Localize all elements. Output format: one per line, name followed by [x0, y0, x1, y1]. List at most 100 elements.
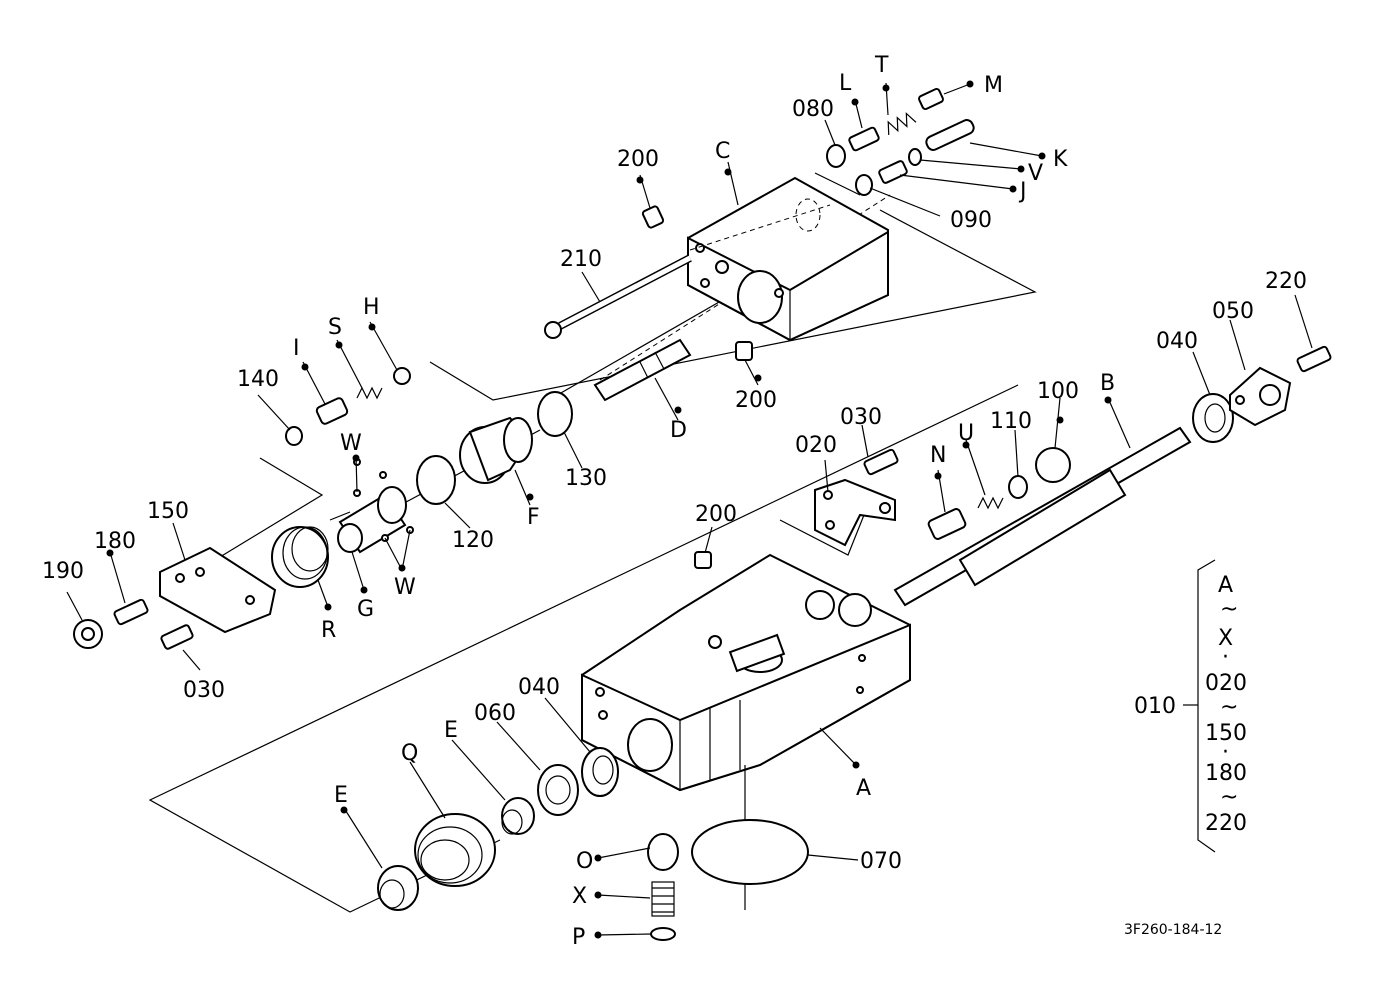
label-090: 090 [950, 208, 992, 233]
part-labels: M T L 080 K V J 090 C 200 210 200 D 130 … [42, 53, 1307, 950]
valve-body-a [581, 553, 911, 792]
o-ring-140 [285, 426, 303, 446]
nut-190 [73, 619, 103, 649]
label-v: V [1028, 161, 1043, 186]
plug-n [927, 508, 967, 540]
o-ring-070 [691, 819, 809, 885]
phantom-outline-080 [814, 172, 861, 196]
cap-screw-030-left [160, 624, 194, 650]
figure-code: 3F260-184-12 [1124, 922, 1222, 938]
range-item: 020 [1205, 671, 1247, 696]
label-g: G [357, 597, 374, 622]
label-030-top: 030 [840, 405, 882, 430]
label-b: B [1100, 371, 1115, 396]
label-190: 190 [42, 559, 84, 584]
label-020: 020 [795, 433, 837, 458]
spool-b [893, 426, 1192, 607]
pin-k [925, 119, 975, 151]
spring-u [977, 496, 1004, 510]
label-080: 080 [792, 97, 834, 122]
label-j: J [1018, 179, 1027, 204]
seal-040-right [1192, 393, 1234, 443]
label-150: 150 [147, 499, 189, 524]
assembly-bracket [1197, 559, 1216, 853]
plate-150 [159, 546, 277, 634]
range-item: · [1222, 645, 1229, 670]
label-x: X [572, 884, 587, 909]
label-040-right: 040 [1156, 329, 1198, 354]
label-l: L [839, 71, 852, 96]
washer-p [650, 927, 676, 941]
cap-screw-030-top [863, 448, 899, 476]
label-u: U [958, 421, 974, 446]
label-o: O [576, 849, 593, 874]
collar-e-lower [377, 865, 419, 911]
label-070: 070 [860, 849, 902, 874]
assembly-range-list: A ~ X · 020 ~ 150 · 180 ~ 220 [1205, 573, 1247, 836]
label-120: 120 [452, 528, 494, 553]
cover-050 [1229, 366, 1292, 427]
check-o [647, 833, 679, 871]
plug-h [393, 367, 411, 385]
spring-s [356, 386, 383, 400]
label-q: Q [401, 741, 418, 766]
sleeve-f [459, 416, 533, 484]
label-a: A [856, 776, 871, 801]
label-d: D [670, 418, 687, 443]
spring-t [887, 112, 917, 135]
label-140: 140 [237, 367, 279, 392]
label-040-bottom: 040 [518, 675, 560, 700]
label-w-top: W [340, 431, 362, 456]
seal-040-bottom [581, 747, 619, 797]
ring-v [908, 148, 922, 166]
range-item: 220 [1205, 811, 1247, 836]
poppet-l [848, 126, 880, 152]
cap-screw-220 [1296, 345, 1332, 373]
phantom-outline-left [214, 457, 324, 561]
range-item: ~ [1220, 597, 1238, 622]
range-item: ~ [1220, 695, 1238, 720]
collar-e-upper [501, 797, 535, 835]
valve-block-c [687, 176, 889, 342]
set-screw-200-body [694, 551, 712, 569]
label-p: P [572, 925, 585, 950]
bracket-020 [814, 478, 896, 547]
phantom-outline-top [429, 209, 1037, 401]
set-screw-200-bottom [735, 341, 753, 361]
poppet-i [315, 397, 349, 425]
label-130: 130 [565, 466, 607, 491]
label-100: 100 [1037, 379, 1079, 404]
range-item: 150 [1205, 721, 1247, 746]
label-i: I [293, 336, 300, 361]
screw-180 [113, 598, 149, 626]
label-010: 010 [1134, 694, 1176, 719]
phantom-outline-main [148, 384, 1019, 913]
label-220: 220 [1265, 269, 1307, 294]
washer-060 [537, 764, 579, 816]
plug-j [878, 160, 908, 184]
spring-r [271, 526, 329, 588]
leader-lines [66, 80, 1313, 939]
label-030-left: 030 [183, 678, 225, 703]
label-050: 050 [1212, 299, 1254, 324]
range-item: X [1218, 626, 1233, 651]
label-f: F [527, 505, 540, 530]
label-e-upper: E [444, 718, 458, 743]
label-c: C [715, 139, 730, 164]
label-w-bottom: W [394, 575, 416, 600]
range-item: A [1218, 573, 1233, 598]
label-210: 210 [560, 247, 602, 272]
label-t: T [874, 53, 889, 78]
o-ring-080 [826, 144, 846, 168]
spool-d [593, 338, 692, 402]
label-110: 110 [990, 409, 1032, 434]
range-item: · [1222, 740, 1229, 765]
o-ring-130 [537, 391, 573, 437]
label-060: 060 [474, 701, 516, 726]
label-180: 180 [94, 529, 136, 554]
long-bolt-210 [544, 254, 692, 339]
label-200-body: 200 [695, 502, 737, 527]
label-n: N [930, 443, 946, 468]
spring-q [414, 813, 496, 887]
